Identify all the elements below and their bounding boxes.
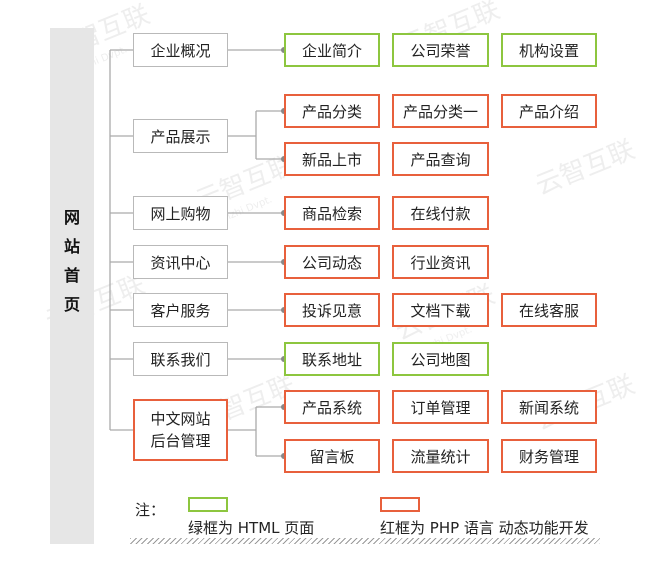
root-char: 首	[63, 266, 80, 285]
page-node: 公司荣誉	[392, 33, 489, 67]
page-node: 机构设置	[501, 33, 597, 67]
category-node: 客户服务	[133, 293, 228, 327]
category-node: 网上购物	[133, 196, 228, 230]
page-node: 投诉见意	[284, 293, 380, 327]
root-char: 网	[63, 208, 80, 227]
hatched-divider	[130, 538, 600, 544]
page-node: 产品查询	[392, 142, 489, 176]
category-node: 中文网站 后台管理	[133, 399, 228, 461]
category-node: 联系我们	[133, 342, 228, 376]
page-node: 公司地图	[392, 342, 489, 376]
page-node: 新闻系统	[501, 390, 597, 424]
root-char: 站	[63, 237, 80, 256]
category-node: 企业概况	[133, 33, 228, 67]
legend-red-swatch	[380, 497, 420, 512]
page-node: 企业简介	[284, 33, 380, 67]
legend-red-text: 红框为 PHP 语言 动态功能开发	[380, 519, 589, 537]
page-node: 新品上市	[284, 142, 380, 176]
page-node: 产品系统	[284, 390, 380, 424]
root-char: 页	[63, 295, 80, 314]
page-node: 在线客服	[501, 293, 597, 327]
page-node: 财务管理	[501, 439, 597, 473]
root-node: 网 站 首 页	[50, 28, 94, 544]
category-node: 产品展示	[133, 119, 228, 153]
legend-green-text: 绿框为 HTML 页面	[188, 519, 315, 537]
category-node: 资讯中心	[133, 245, 228, 279]
page-node: 公司动态	[284, 245, 380, 279]
page-node: 在线付款	[392, 196, 489, 230]
category-node-line: 中文网站	[150, 410, 211, 428]
category-node-line: 后台管理	[150, 432, 211, 450]
page-node: 产品分类	[284, 94, 380, 128]
page-node: 联系地址	[284, 342, 380, 376]
page-node: 产品分类一	[392, 94, 489, 128]
page-node: 留言板	[284, 439, 380, 473]
page-node: 流量统计	[392, 439, 489, 473]
legend-green-swatch	[188, 497, 228, 512]
page-node: 文档下载	[392, 293, 489, 327]
page-node: 行业资讯	[392, 245, 489, 279]
page-node: 产品介绍	[501, 94, 597, 128]
page-node: 订单管理	[392, 390, 489, 424]
root-label: 网 站 首 页	[50, 203, 94, 319]
page-node: 商品检索	[284, 196, 380, 230]
legend-title: 注：	[135, 501, 166, 519]
